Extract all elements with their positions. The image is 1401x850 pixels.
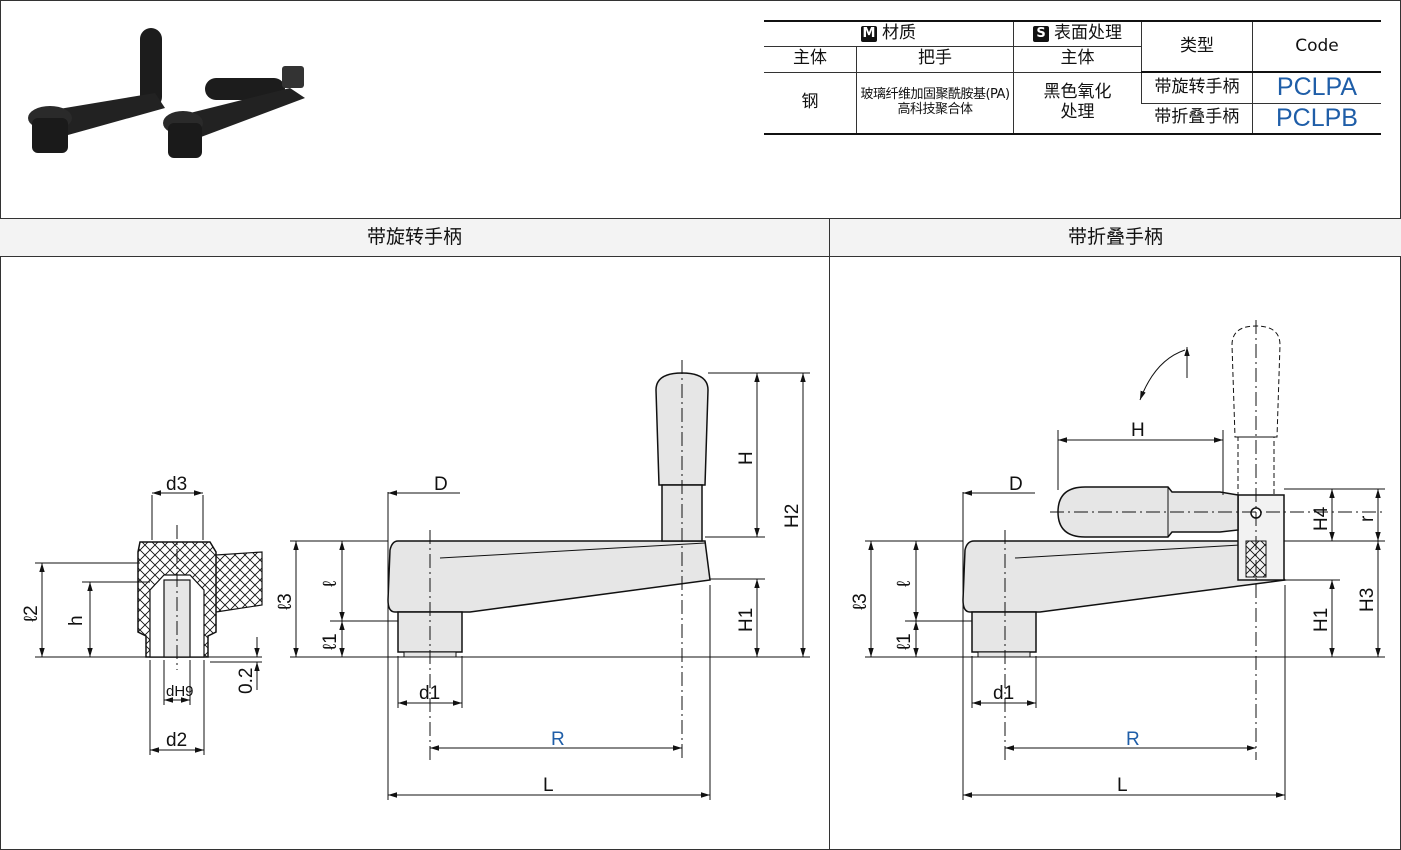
surface-body-label: 主体 xyxy=(1013,45,1142,72)
dim-H1-right: H1 xyxy=(1311,608,1332,632)
dim-H1-left: H1 xyxy=(736,608,757,632)
type-row-2: 带折叠手柄 xyxy=(1141,102,1253,135)
dim-L-left: L xyxy=(543,775,554,796)
hub-section-view xyxy=(35,490,263,755)
dim-d3: d3 xyxy=(166,474,187,495)
dim-d1-right: d1 xyxy=(993,683,1014,704)
dim-H2: H2 xyxy=(782,504,803,528)
folding-crank-view xyxy=(865,320,1385,800)
handle-label: 把手 xyxy=(856,45,1014,72)
dim-l1-left: ℓ1 xyxy=(320,633,341,650)
dim-H-left: H xyxy=(736,451,757,465)
section-divider xyxy=(829,218,830,850)
type-header: 类型 xyxy=(1141,20,1253,72)
dim-H3: H3 xyxy=(1357,588,1378,612)
section-header-folding: 带折叠手柄 xyxy=(830,218,1401,257)
code-row-1: PCLPA xyxy=(1252,71,1381,103)
spec-table: M 材质 S 表面处理 类型 Code 主体 把手 主体 钢 玻璃纤维加固聚酰胺基(… xyxy=(764,20,1381,135)
rotating-handle-photo xyxy=(28,28,165,153)
dim-dh9: dH9 xyxy=(166,683,194,700)
section-header-rotating: 带旋转手柄 xyxy=(0,218,829,257)
dim-R-left: R xyxy=(551,729,565,750)
folding-handle-photo xyxy=(163,66,305,158)
dim-d1-left: d1 xyxy=(419,683,440,704)
dim-D-right: D xyxy=(1009,474,1023,495)
material-body: 钢 xyxy=(764,71,857,135)
dim-gap: 0.2 xyxy=(236,668,257,694)
dim-l2: ℓ2 xyxy=(21,605,42,622)
dim-h: h xyxy=(66,615,87,626)
material-marker: M xyxy=(861,25,877,42)
dim-r: r xyxy=(1357,515,1378,522)
dim-l3-right: ℓ3 xyxy=(850,593,871,610)
dim-d2: d2 xyxy=(166,730,187,751)
code-header: Code xyxy=(1252,20,1381,72)
body-label: 主体 xyxy=(764,45,857,72)
code-row-2: PCLPB xyxy=(1252,102,1381,135)
product-photo xyxy=(28,28,305,158)
dim-l-left: ℓ xyxy=(320,581,341,587)
material-handle-line2: 高科技聚合体 xyxy=(897,101,973,117)
material-handle-line1: 玻璃纤维加固聚酰胺基(PA) xyxy=(860,86,1010,102)
surface-line2: 处理 xyxy=(1060,101,1095,122)
dim-H4: H4 xyxy=(1311,506,1332,531)
dim-R-right: R xyxy=(1126,729,1140,750)
dim-l1-right: ℓ1 xyxy=(894,633,915,650)
dim-D-left: D xyxy=(434,474,448,495)
dim-l3-left: ℓ3 xyxy=(275,593,296,610)
surface-line1: 黑色氧化 xyxy=(1043,82,1112,103)
dim-H-right: H xyxy=(1131,420,1145,441)
material-header: 材质 xyxy=(882,22,916,43)
rotating-crank-view xyxy=(290,360,810,800)
dim-l-right: ℓ xyxy=(894,581,915,587)
surface-marker: S xyxy=(1033,25,1049,42)
dim-L-right: L xyxy=(1117,775,1128,796)
type-row-1: 带旋转手柄 xyxy=(1141,71,1253,103)
surface-header: 表面处理 xyxy=(1054,22,1122,43)
